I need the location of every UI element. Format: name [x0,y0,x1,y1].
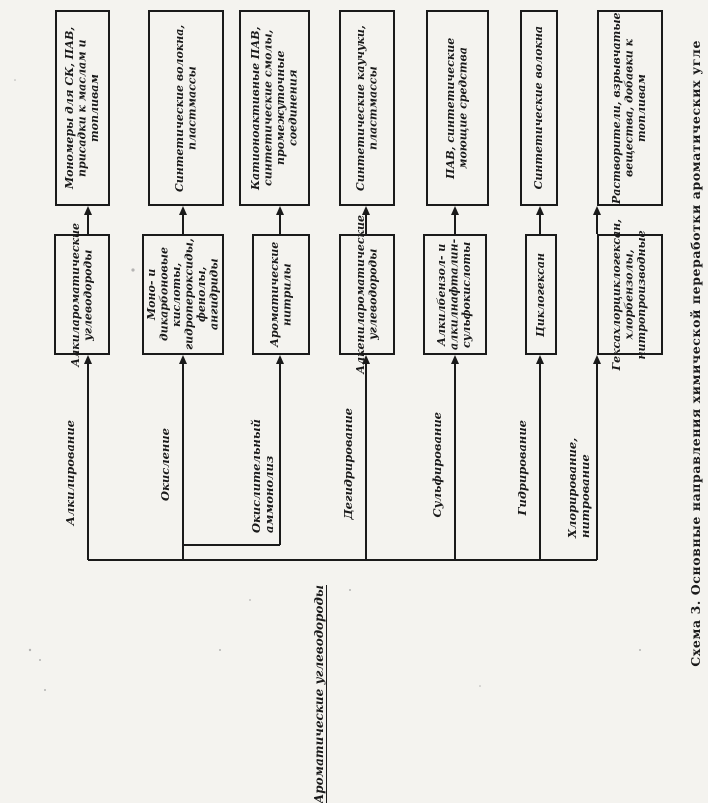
product-box-7: Растворители, взрывчатые вещества, добав… [597,10,663,206]
source-label: Ароматические углеводороды [312,585,326,803]
intermediate-box-5: Алкилбензол- и алкилнафталин- сульфокисл… [423,234,487,355]
product-box-5: ПАВ, синтетические моющие средства [426,10,489,206]
process-label-chlorination: Хлорирование, нитрование [565,437,592,538]
arrowheads [84,206,601,364]
process-label-oxidation: Окисление [158,428,172,501]
process-label-alkylation: Алкилирование [63,420,77,526]
process-label-dehydrogenation: Дегидрирование [341,408,355,520]
process-label-hydrogenation: Гидрирование [515,420,529,516]
product-box-3: Катионоактивные ПАВ, синтетические смолы… [239,10,310,206]
product-box-6: Синтетические волокна [520,10,558,206]
intermediate-box-6: Циклогексан [525,234,557,355]
intermediate-box-4: Алкенилароматические углеводороды [339,215,395,374]
connector-lines [14,79,641,691]
process-label-sulfonation: Сульфирование [430,412,444,518]
intermediate-box-1: Алкилароматические углеводороды [54,223,110,366]
product-box-1: Мономеры для СК, ПАВ, присадки к маслам … [55,10,110,206]
product-box-2: Синтетические волокна, пластмассы [148,10,224,206]
intermediate-box-7: Гексахлорциклогексан, хлорбензолы, нитро… [597,219,663,370]
intermediate-box-2: Моно- и дикарбоновые кислоты, гидроперок… [142,234,224,355]
process-label-ammonolysis: Окислительный аммонолиз [249,419,276,533]
intermediate-box-3: Ароматические нитрилы [252,234,310,355]
product-box-4: Синтетические каучуки, пластмассы [339,10,395,206]
figure-caption: Схема 3. Основные направления химической… [687,40,703,667]
